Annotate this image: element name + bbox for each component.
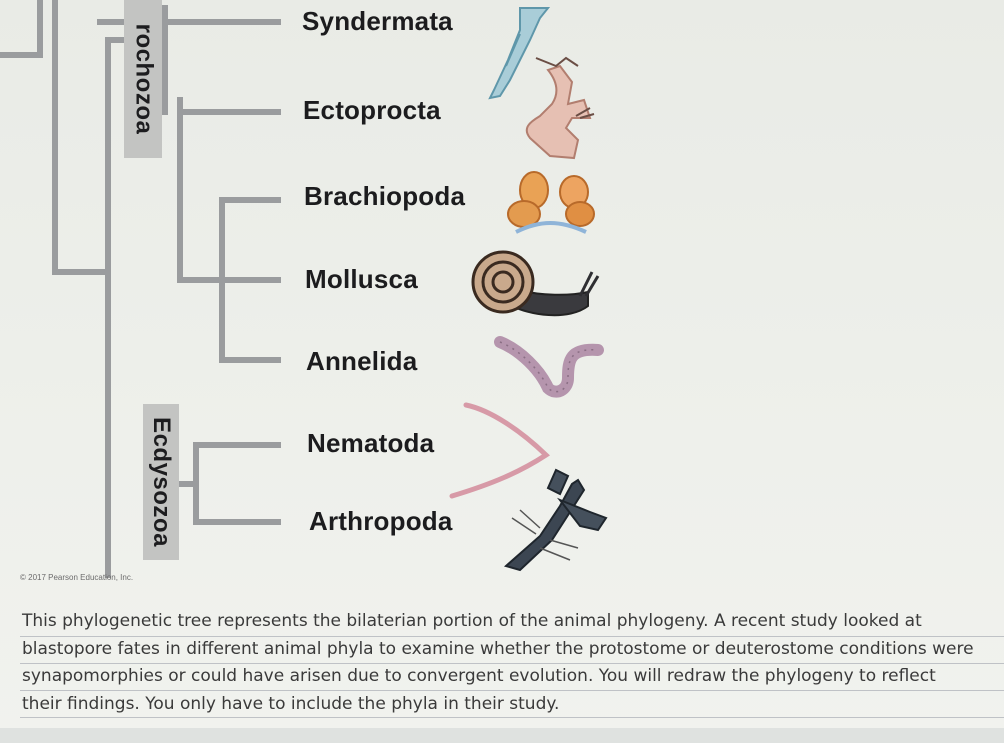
earthworm-icon — [494, 336, 604, 398]
snail-icon — [471, 250, 600, 317]
clade-label-lophotrochozoa: rochozoa — [124, 0, 162, 158]
tree-branch-syndermata — [162, 5, 281, 25]
tree-branch-root-top — [0, 0, 43, 58]
question-paragraph: This phylogenetic tree represents the bi… — [22, 608, 1002, 718]
clade-label-lophotrochozoa-text: rochozoa — [130, 23, 157, 135]
ruled-line — [20, 636, 1004, 637]
question-line: their findings. You only have to include… — [22, 693, 560, 714]
tree-branch-ecto-node — [177, 97, 233, 283]
lamp-shells-icon — [507, 171, 595, 234]
ruled-line — [20, 690, 1004, 691]
taxon-label-annelida: Annelida — [306, 346, 418, 376]
page-bottom-edge — [0, 728, 1004, 743]
question-line: blastopore fates in different animal phy… — [22, 638, 974, 659]
ruled-line — [20, 663, 1004, 664]
taxon-label-brachiopoda: Brachiopoda — [304, 181, 466, 211]
taxon-label-mollusca: Mollusca — [305, 264, 418, 294]
clade-label-ecdysozoa: Ecdysozoa — [143, 404, 179, 560]
taxon-label-nematoda: Nematoda — [307, 428, 435, 458]
phylogenetic-tree — [0, 0, 608, 578]
copyright-notice: © 2017 Pearson Education, Inc. — [20, 573, 134, 582]
ruled-line — [20, 717, 1004, 718]
taxon-label-ectoprocta: Ectoprocta — [303, 95, 441, 125]
question-line: synapomorphies or could have arisen due … — [22, 666, 936, 686]
lobster-icon — [503, 468, 608, 572]
taxon-label-arthropoda: Arthropoda — [309, 506, 453, 536]
tree-branch-lopho-stem — [105, 37, 131, 275]
rotifer-icon — [488, 7, 551, 100]
bryozoan-icon — [525, 56, 595, 160]
taxon-label-syndermata: Syndermata — [302, 6, 453, 36]
question-line: This phylogenetic tree represents the bi… — [22, 611, 922, 631]
roundworm-icon — [449, 402, 550, 499]
tree-branch-protostome — [52, 0, 111, 275]
clade-label-ecdysozoa-text: Ecdysozoa — [148, 417, 176, 547]
